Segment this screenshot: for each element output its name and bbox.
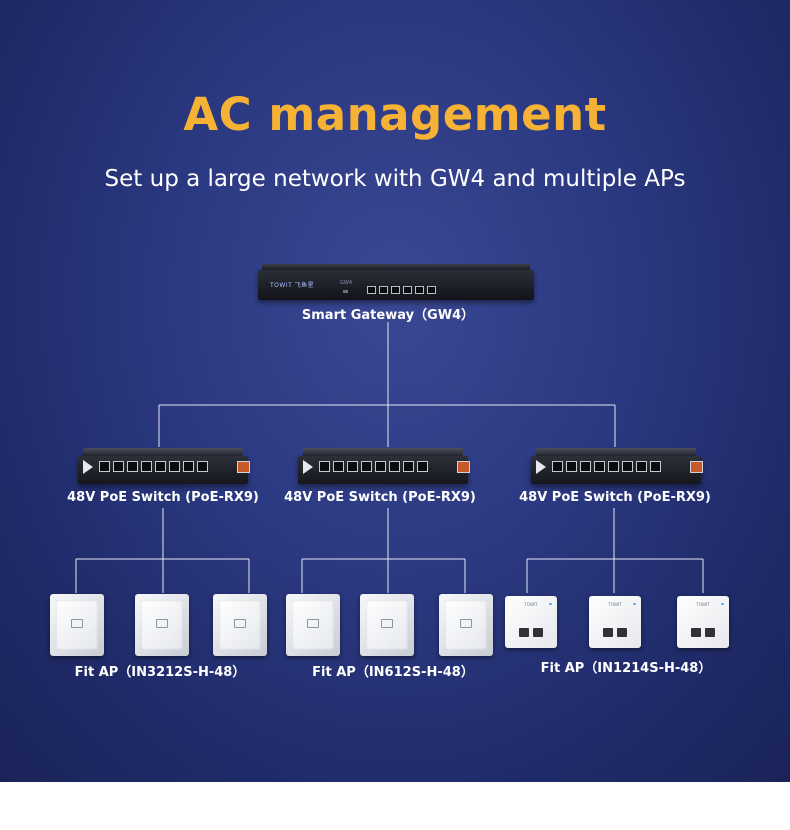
ethernet-jack-icon (533, 628, 543, 637)
switch-port (566, 461, 577, 472)
switch-badge-icon (83, 460, 93, 474)
switch-badge-icon (536, 460, 546, 474)
switch-port (169, 461, 180, 472)
status-led (633, 603, 636, 605)
ethernet-jack-icon (603, 628, 613, 637)
ethernet-jack-icon (617, 628, 627, 637)
ceiling-ap (213, 594, 267, 656)
status-led (549, 603, 552, 605)
gateway-port (403, 286, 412, 294)
switch-port (608, 461, 619, 472)
switch-port (622, 461, 633, 472)
gateway-brand-logo: TOWIT 飞鱼星 (270, 282, 315, 289)
ethernet-jack-icon (691, 628, 701, 637)
ethernet-jack-icon (705, 628, 715, 637)
wifi-logo-icon (156, 619, 168, 628)
status-led (721, 603, 724, 605)
switch-port (197, 461, 208, 472)
ceiling-ap (135, 594, 189, 656)
diagram-background: AC management Set up a large network wit… (0, 0, 790, 782)
poe-switch-2 (298, 448, 470, 484)
switch-port (636, 461, 647, 472)
ap-group-1-label: Fit AP（IN3212S-H-48） (74, 665, 246, 680)
ceiling-ap (360, 594, 414, 656)
wifi-logo-icon (381, 619, 393, 628)
ap-group-2-label: Fit AP（IN612S-H-48） (312, 665, 474, 680)
uplink-port (237, 461, 250, 473)
wifi-logo-icon (71, 619, 83, 628)
gateway-model-text: GW4 (340, 280, 352, 286)
smart-gateway-device: TOWIT 飞鱼星 GW4 (258, 264, 534, 300)
wall-panel-ap: TOWIT (677, 596, 729, 648)
ethernet-jack-icon (519, 628, 529, 637)
ceiling-ap (286, 594, 340, 656)
ap-group-3-label: Fit AP（IN1214S-H-48） (540, 661, 712, 676)
gateway-led (343, 290, 348, 293)
switch-port (319, 461, 330, 472)
panel-brand: TOWIT (524, 602, 538, 607)
switch-port (417, 461, 428, 472)
connector-lines (75, 322, 704, 593)
gateway-port (427, 286, 436, 294)
switch-port (141, 461, 152, 472)
switch-3-label: 48V PoE Switch (PoE-RX9) (519, 490, 711, 505)
ceiling-ap (439, 594, 493, 656)
uplink-port (690, 461, 703, 473)
switch-port (155, 461, 166, 472)
gateway-port (379, 286, 388, 294)
switch-port (333, 461, 344, 472)
switch-2-label: 48V PoE Switch (PoE-RX9) (284, 490, 476, 505)
switch-port (594, 461, 605, 472)
wall-panel-ap: TOWIT (505, 596, 557, 648)
switch-badge-icon (303, 460, 313, 474)
switch-port (347, 461, 358, 472)
switch-port (127, 461, 138, 472)
switch-1-label: 48V PoE Switch (PoE-RX9) (67, 490, 259, 505)
gateway-port (367, 286, 376, 294)
poe-switch-1 (78, 448, 250, 484)
switch-port (389, 461, 400, 472)
wifi-logo-icon (307, 619, 319, 628)
panel-brand: TOWIT (696, 602, 710, 607)
switch-port (113, 461, 124, 472)
panel-brand: TOWIT (608, 602, 622, 607)
uplink-port (457, 461, 470, 473)
switch-port (580, 461, 591, 472)
ceiling-ap (50, 594, 104, 656)
gateway-label: Smart Gateway（GW4） (301, 308, 475, 323)
wifi-logo-icon (460, 619, 472, 628)
switch-port (403, 461, 414, 472)
switch-port (552, 461, 563, 472)
page-title: AC management (183, 88, 607, 141)
switch-port (183, 461, 194, 472)
gateway-port (391, 286, 400, 294)
switch-port (361, 461, 372, 472)
wifi-logo-icon (234, 619, 246, 628)
switch-port (375, 461, 386, 472)
page-subtitle: Set up a large network with GW4 and mult… (104, 166, 686, 192)
switch-port (650, 461, 661, 472)
poe-switch-3 (531, 448, 703, 484)
switch-port (99, 461, 110, 472)
wall-panel-ap: TOWIT (589, 596, 641, 648)
gateway-port (415, 286, 424, 294)
